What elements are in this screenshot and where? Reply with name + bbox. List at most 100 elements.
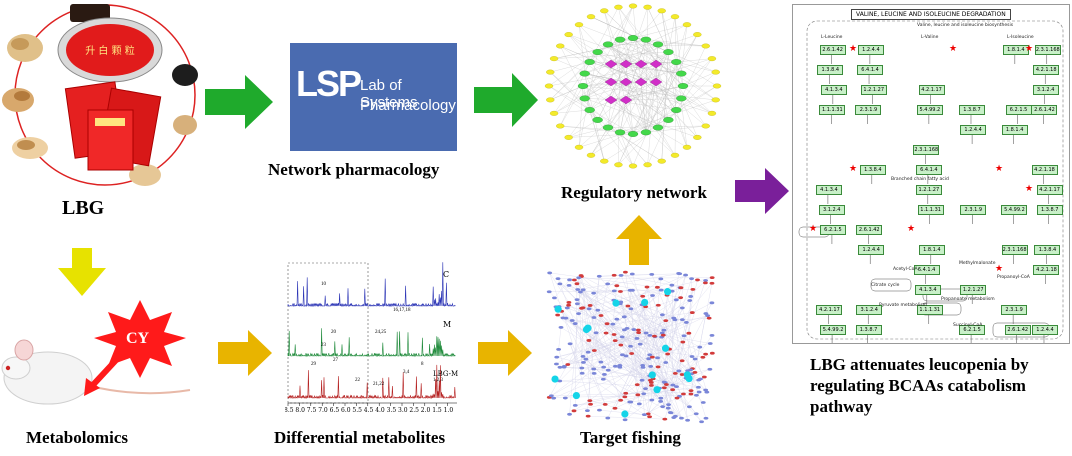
target-node bbox=[567, 278, 572, 282]
enzyme-box: 6.2.1.5 bbox=[819, 225, 846, 235]
enzyme-box: 2.3.1.168 bbox=[1034, 45, 1061, 55]
lsp-line1: Lab of Systems bbox=[360, 77, 418, 111]
target-node bbox=[572, 403, 578, 407]
compound-label: Citrate cycle bbox=[871, 283, 900, 288]
target-node bbox=[622, 395, 628, 399]
kegg-title: VALINE, LEUCINE AND ISOLEUCINE DEGRADATI… bbox=[851, 9, 1011, 20]
lbg-product-image: 升 白 颗 粒 bbox=[0, 0, 200, 190]
pathway-node bbox=[649, 59, 663, 69]
green-arrow-right bbox=[205, 75, 273, 129]
highlight-star-icon: ★ bbox=[849, 163, 858, 173]
target-node bbox=[707, 342, 713, 345]
lsp-mark: LSP bbox=[296, 63, 362, 104]
enzyme-box: 1.3.8.4 bbox=[859, 165, 886, 175]
highlight-star-icon: ★ bbox=[907, 223, 916, 233]
target-node bbox=[688, 295, 694, 298]
target-node bbox=[584, 59, 595, 65]
target-node bbox=[611, 333, 617, 336]
map-box bbox=[922, 288, 968, 302]
enzyme-box: 2.3.1.9 bbox=[960, 205, 987, 215]
peak-label: 16,17,18 bbox=[393, 308, 411, 313]
target-node bbox=[623, 270, 628, 274]
target-fishing-label: Target fishing bbox=[580, 428, 681, 447]
target-node bbox=[663, 361, 669, 364]
peak-label: 21,22 bbox=[373, 382, 385, 387]
target-node bbox=[655, 356, 660, 360]
target-node bbox=[678, 296, 684, 300]
target-node bbox=[709, 333, 715, 337]
target-node bbox=[640, 363, 646, 367]
compound-node bbox=[574, 144, 584, 150]
target-node bbox=[624, 326, 630, 330]
enzyme-box: 1.2.1.27 bbox=[960, 285, 987, 295]
target-node bbox=[639, 378, 645, 382]
target-node bbox=[627, 400, 633, 404]
x-tick-label: 8.5 bbox=[285, 407, 294, 414]
compound-node bbox=[549, 56, 559, 62]
target-node bbox=[569, 319, 575, 322]
compound-node bbox=[711, 97, 720, 103]
target-node bbox=[610, 322, 616, 326]
enzyme-box: 4.1.3.4 bbox=[815, 185, 842, 195]
mouse-cy-illustration: CY bbox=[0, 298, 200, 418]
target-node bbox=[658, 288, 664, 292]
target-fishing-graph bbox=[545, 268, 717, 426]
enzyme-box: 1.1.1.31 bbox=[916, 305, 943, 315]
target-node bbox=[614, 129, 626, 136]
herb-icon bbox=[12, 137, 48, 159]
compound-node bbox=[556, 123, 565, 129]
peak-label: 1,2,3 bbox=[433, 378, 443, 383]
target-node bbox=[648, 378, 653, 382]
compound-label: Propanoate metabolism bbox=[941, 297, 995, 302]
hub-node bbox=[621, 410, 629, 418]
target-node bbox=[614, 36, 626, 43]
target-node bbox=[627, 35, 639, 41]
conclusion-line3: pathway bbox=[810, 397, 873, 416]
target-node bbox=[625, 304, 631, 308]
green-arrow-right bbox=[474, 73, 538, 127]
compound-node bbox=[707, 56, 717, 62]
target-node bbox=[649, 398, 655, 402]
target-node bbox=[670, 383, 676, 387]
cy-label: CY bbox=[126, 330, 150, 347]
nmr-spectra bbox=[287, 262, 457, 406]
target-node bbox=[683, 273, 688, 277]
target-node bbox=[662, 417, 668, 421]
compound-node bbox=[707, 110, 717, 116]
target-node bbox=[585, 350, 591, 354]
highlight-star-icon: ★ bbox=[849, 43, 858, 53]
enzyme-box: 3.1.2.4 bbox=[856, 305, 883, 315]
compound-node bbox=[693, 134, 702, 140]
target-node bbox=[692, 371, 698, 374]
target-node bbox=[703, 281, 708, 285]
target-node bbox=[584, 107, 595, 113]
target-node bbox=[558, 326, 564, 329]
target-node bbox=[685, 418, 691, 422]
compound-label: L-Leucine bbox=[821, 35, 843, 40]
target-node bbox=[650, 294, 655, 297]
target-node bbox=[654, 285, 660, 289]
target-node bbox=[605, 368, 611, 372]
gold-arrow-right bbox=[478, 330, 532, 376]
target-node bbox=[655, 365, 661, 369]
target-node bbox=[634, 383, 640, 387]
target-node bbox=[697, 345, 703, 349]
target-node bbox=[592, 116, 603, 123]
target-node bbox=[591, 316, 597, 319]
target-node bbox=[621, 315, 627, 319]
target-node bbox=[561, 365, 567, 369]
target-node bbox=[583, 357, 589, 361]
target-node bbox=[611, 289, 617, 293]
x-tick-label: 6.5 bbox=[329, 407, 340, 414]
highlight-star-icon: ★ bbox=[1025, 43, 1034, 53]
target-node bbox=[577, 83, 589, 89]
target-node bbox=[618, 343, 624, 347]
mouse-icon bbox=[1, 339, 191, 405]
target-node bbox=[647, 353, 653, 357]
target-node bbox=[688, 392, 694, 396]
target-node bbox=[674, 396, 680, 400]
enzyme-box: 1.3.8.7 bbox=[958, 105, 985, 115]
purple-arrow-right bbox=[735, 168, 789, 214]
enzyme-box: 4.2.1.17 bbox=[918, 85, 945, 95]
peak-label: 27 bbox=[333, 358, 338, 363]
